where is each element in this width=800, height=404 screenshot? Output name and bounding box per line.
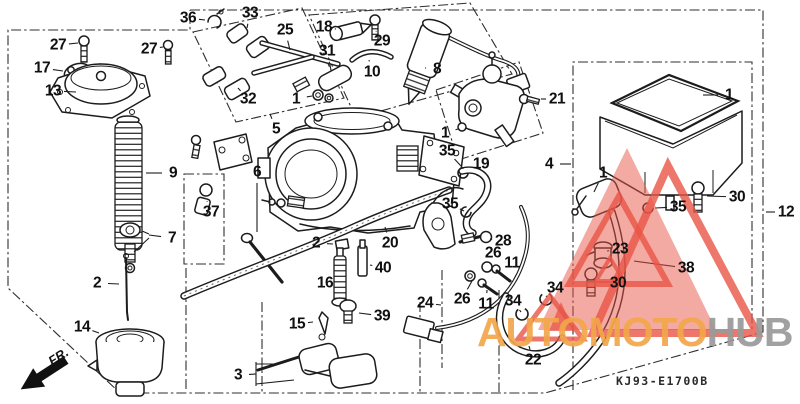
part-callout-1[interactable]: 1 bbox=[598, 164, 608, 182]
part-callout-35[interactable]: 35 bbox=[669, 198, 687, 216]
part-callout-30[interactable]: 30 bbox=[609, 274, 627, 292]
part-callout-2[interactable]: 2 bbox=[92, 274, 102, 292]
part-callout-40[interactable]: 40 bbox=[374, 259, 392, 277]
part-callout-14[interactable]: 14 bbox=[73, 318, 91, 336]
part-callout-30[interactable]: 30 bbox=[728, 188, 746, 206]
part-callout-16[interactable]: 16 bbox=[316, 274, 334, 292]
part-callout-34[interactable]: 34 bbox=[546, 279, 564, 297]
part-callout-22[interactable]: 22 bbox=[524, 351, 542, 369]
part-callout-23[interactable]: 23 bbox=[611, 240, 629, 258]
part-callout-29[interactable]: 29 bbox=[373, 32, 391, 50]
part-callout-31[interactable]: 31 bbox=[318, 42, 336, 60]
part-callout-18[interactable]: 18 bbox=[315, 18, 333, 36]
part-callout-7[interactable]: 7 bbox=[167, 229, 177, 247]
slide-parts-group bbox=[87, 115, 284, 397]
part-callout-15[interactable]: 15 bbox=[288, 315, 306, 333]
part-callout-19[interactable]: 19 bbox=[472, 155, 490, 173]
part-callout-28[interactable]: 28 bbox=[494, 232, 512, 250]
wire-24 bbox=[402, 205, 530, 344]
bystarter-group bbox=[329, 14, 531, 105]
part-callout-36[interactable]: 36 bbox=[179, 9, 197, 27]
part-callout-13[interactable]: 13 bbox=[44, 82, 62, 100]
hoses-group bbox=[180, 166, 492, 300]
part-callout-33[interactable]: 33 bbox=[241, 4, 259, 22]
float-set bbox=[255, 342, 378, 389]
part-callout-39[interactable]: 39 bbox=[373, 307, 391, 325]
part-callout-34[interactable]: 34 bbox=[504, 292, 522, 310]
part-callout-20[interactable]: 20 bbox=[381, 234, 399, 252]
jet-parts-group bbox=[318, 230, 512, 341]
part-callout-37[interactable]: 37 bbox=[202, 203, 220, 221]
part-callout-26[interactable]: 26 bbox=[484, 244, 502, 262]
part-callout-26[interactable]: 26 bbox=[453, 290, 471, 308]
part-callout-27[interactable]: 27 bbox=[49, 36, 67, 54]
watermark-text: AUTOMOTOHUB bbox=[477, 309, 794, 355]
part-callout-6[interactable]: 6 bbox=[252, 163, 262, 181]
part-callout-32[interactable]: 32 bbox=[239, 90, 257, 108]
part-callout-1[interactable]: 1 bbox=[440, 124, 450, 142]
part-callout-24[interactable]: 24 bbox=[416, 294, 434, 312]
top-cover-group bbox=[49, 35, 174, 119]
part-callout-12[interactable]: 12 bbox=[777, 203, 795, 221]
part-callout-38[interactable]: 38 bbox=[677, 259, 695, 277]
part-callout-9[interactable]: 9 bbox=[168, 164, 178, 182]
part-callout-1[interactable]: 1 bbox=[291, 90, 301, 108]
part-callout-35[interactable]: 35 bbox=[441, 195, 459, 213]
air-cutoff-valve bbox=[457, 51, 541, 148]
throttle-valve-set bbox=[251, 40, 353, 103]
part-callout-10[interactable]: 10 bbox=[363, 63, 381, 81]
part-callout-35[interactable]: 35 bbox=[438, 142, 456, 160]
part-callout-4[interactable]: 4 bbox=[544, 155, 554, 173]
part-callout-25[interactable]: 25 bbox=[276, 21, 294, 39]
part-callout-3[interactable]: 3 bbox=[233, 366, 243, 384]
part-callout-1[interactable]: 1 bbox=[724, 86, 734, 104]
part-callout-17[interactable]: 17 bbox=[33, 59, 51, 77]
fr-text: FR. bbox=[45, 345, 71, 369]
part-callout-5[interactable]: 5 bbox=[271, 120, 281, 138]
fr-arrow: FR. bbox=[20, 345, 71, 390]
watermark-text-secondary: HUB bbox=[706, 309, 794, 355]
part-callout-11[interactable]: 11 bbox=[504, 254, 520, 272]
part-callout-8[interactable]: 8 bbox=[432, 60, 442, 78]
part-callout-21[interactable]: 21 bbox=[548, 90, 566, 108]
watermark-text-primary: AUTOMOTO bbox=[477, 309, 708, 355]
diagram-code: KJ93-E1700B bbox=[616, 374, 709, 388]
part-callout-27[interactable]: 27 bbox=[140, 40, 158, 58]
part-callout-2[interactable]: 2 bbox=[311, 234, 321, 252]
watermark-logo bbox=[513, 148, 764, 342]
part-callout-11[interactable]: 11 bbox=[478, 295, 494, 313]
